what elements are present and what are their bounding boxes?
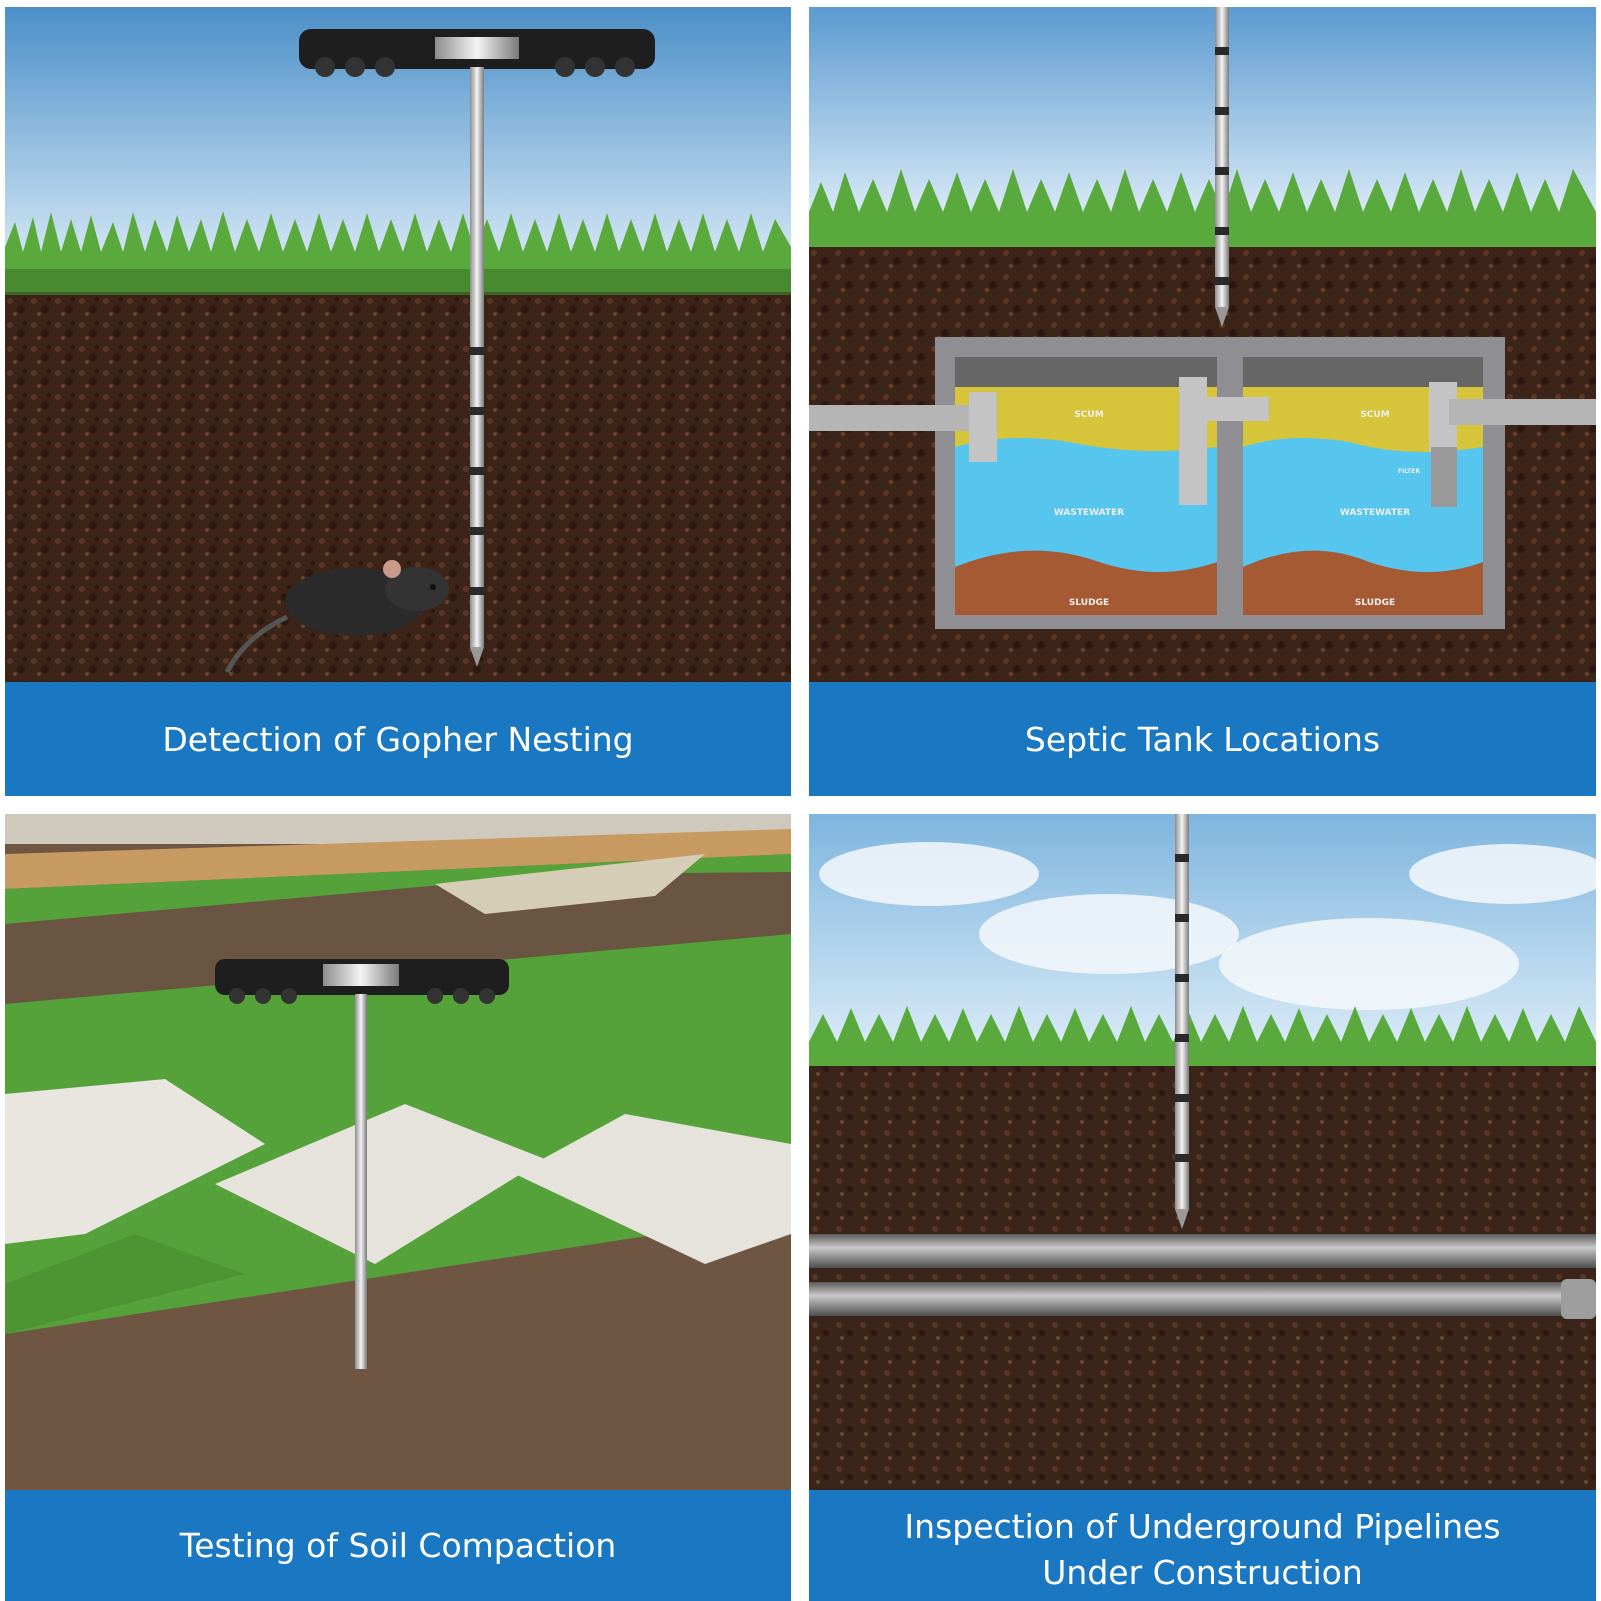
caption-line: Inspection of Underground Pipelines: [904, 1506, 1501, 1546]
pipelines-scene-illustration: [809, 814, 1596, 1490]
caption-line: Detection of Gopher Nesting: [162, 719, 634, 759]
svg-text:SCUM: SCUM: [1360, 410, 1389, 420]
gopher-icon: [224, 560, 449, 674]
caption-septic-tank: Septic Tank Locations: [809, 682, 1596, 796]
caption-line: Under Construction: [1042, 1552, 1363, 1592]
septic-tank-icon: SCUM SCUM WASTEWATER WASTEWATER SLUDGE S…: [809, 337, 1596, 629]
panel-gopher-nesting: Detection of Gopher Nesting: [5, 7, 791, 796]
caption-line: Septic Tank Locations: [1024, 719, 1381, 759]
compaction-scene-photo: [5, 814, 791, 1490]
panel-underground-pipelines: Inspection of Underground Pipelines Unde…: [809, 814, 1596, 1601]
panel-septic-tank: SCUM SCUM WASTEWATER WASTEWATER SLUDGE S…: [809, 7, 1596, 796]
svg-text:SLUDGE: SLUDGE: [1355, 598, 1395, 608]
soil-probe-icon: [215, 959, 509, 1369]
pipe-icon: [809, 1234, 1596, 1319]
soil-probe-icon: [1215, 7, 1229, 327]
caption-underground-pipelines: Inspection of Underground Pipelines Unde…: [809, 1490, 1596, 1601]
svg-text:SCUM: SCUM: [1074, 410, 1103, 420]
soil-probe-icon: [1175, 814, 1189, 1229]
svg-text:WASTEWATER: WASTEWATER: [1054, 508, 1124, 518]
caption-soil-compaction: Testing of Soil Compaction: [5, 1490, 791, 1601]
septic-scene-illustration: SCUM SCUM WASTEWATER WASTEWATER SLUDGE S…: [809, 7, 1596, 682]
caption-line: Testing of Soil Compaction: [179, 1526, 617, 1565]
svg-text:FILTER: FILTER: [1398, 468, 1420, 475]
soil-probe-icon: [299, 29, 655, 667]
svg-text:WASTEWATER: WASTEWATER: [1340, 508, 1410, 518]
svg-text:SLUDGE: SLUDGE: [1069, 598, 1109, 608]
panel-soil-compaction: Testing of Soil Compaction: [5, 814, 791, 1601]
gopher-scene-illustration: [5, 7, 791, 682]
caption-gopher-nesting: Detection of Gopher Nesting: [5, 682, 791, 796]
